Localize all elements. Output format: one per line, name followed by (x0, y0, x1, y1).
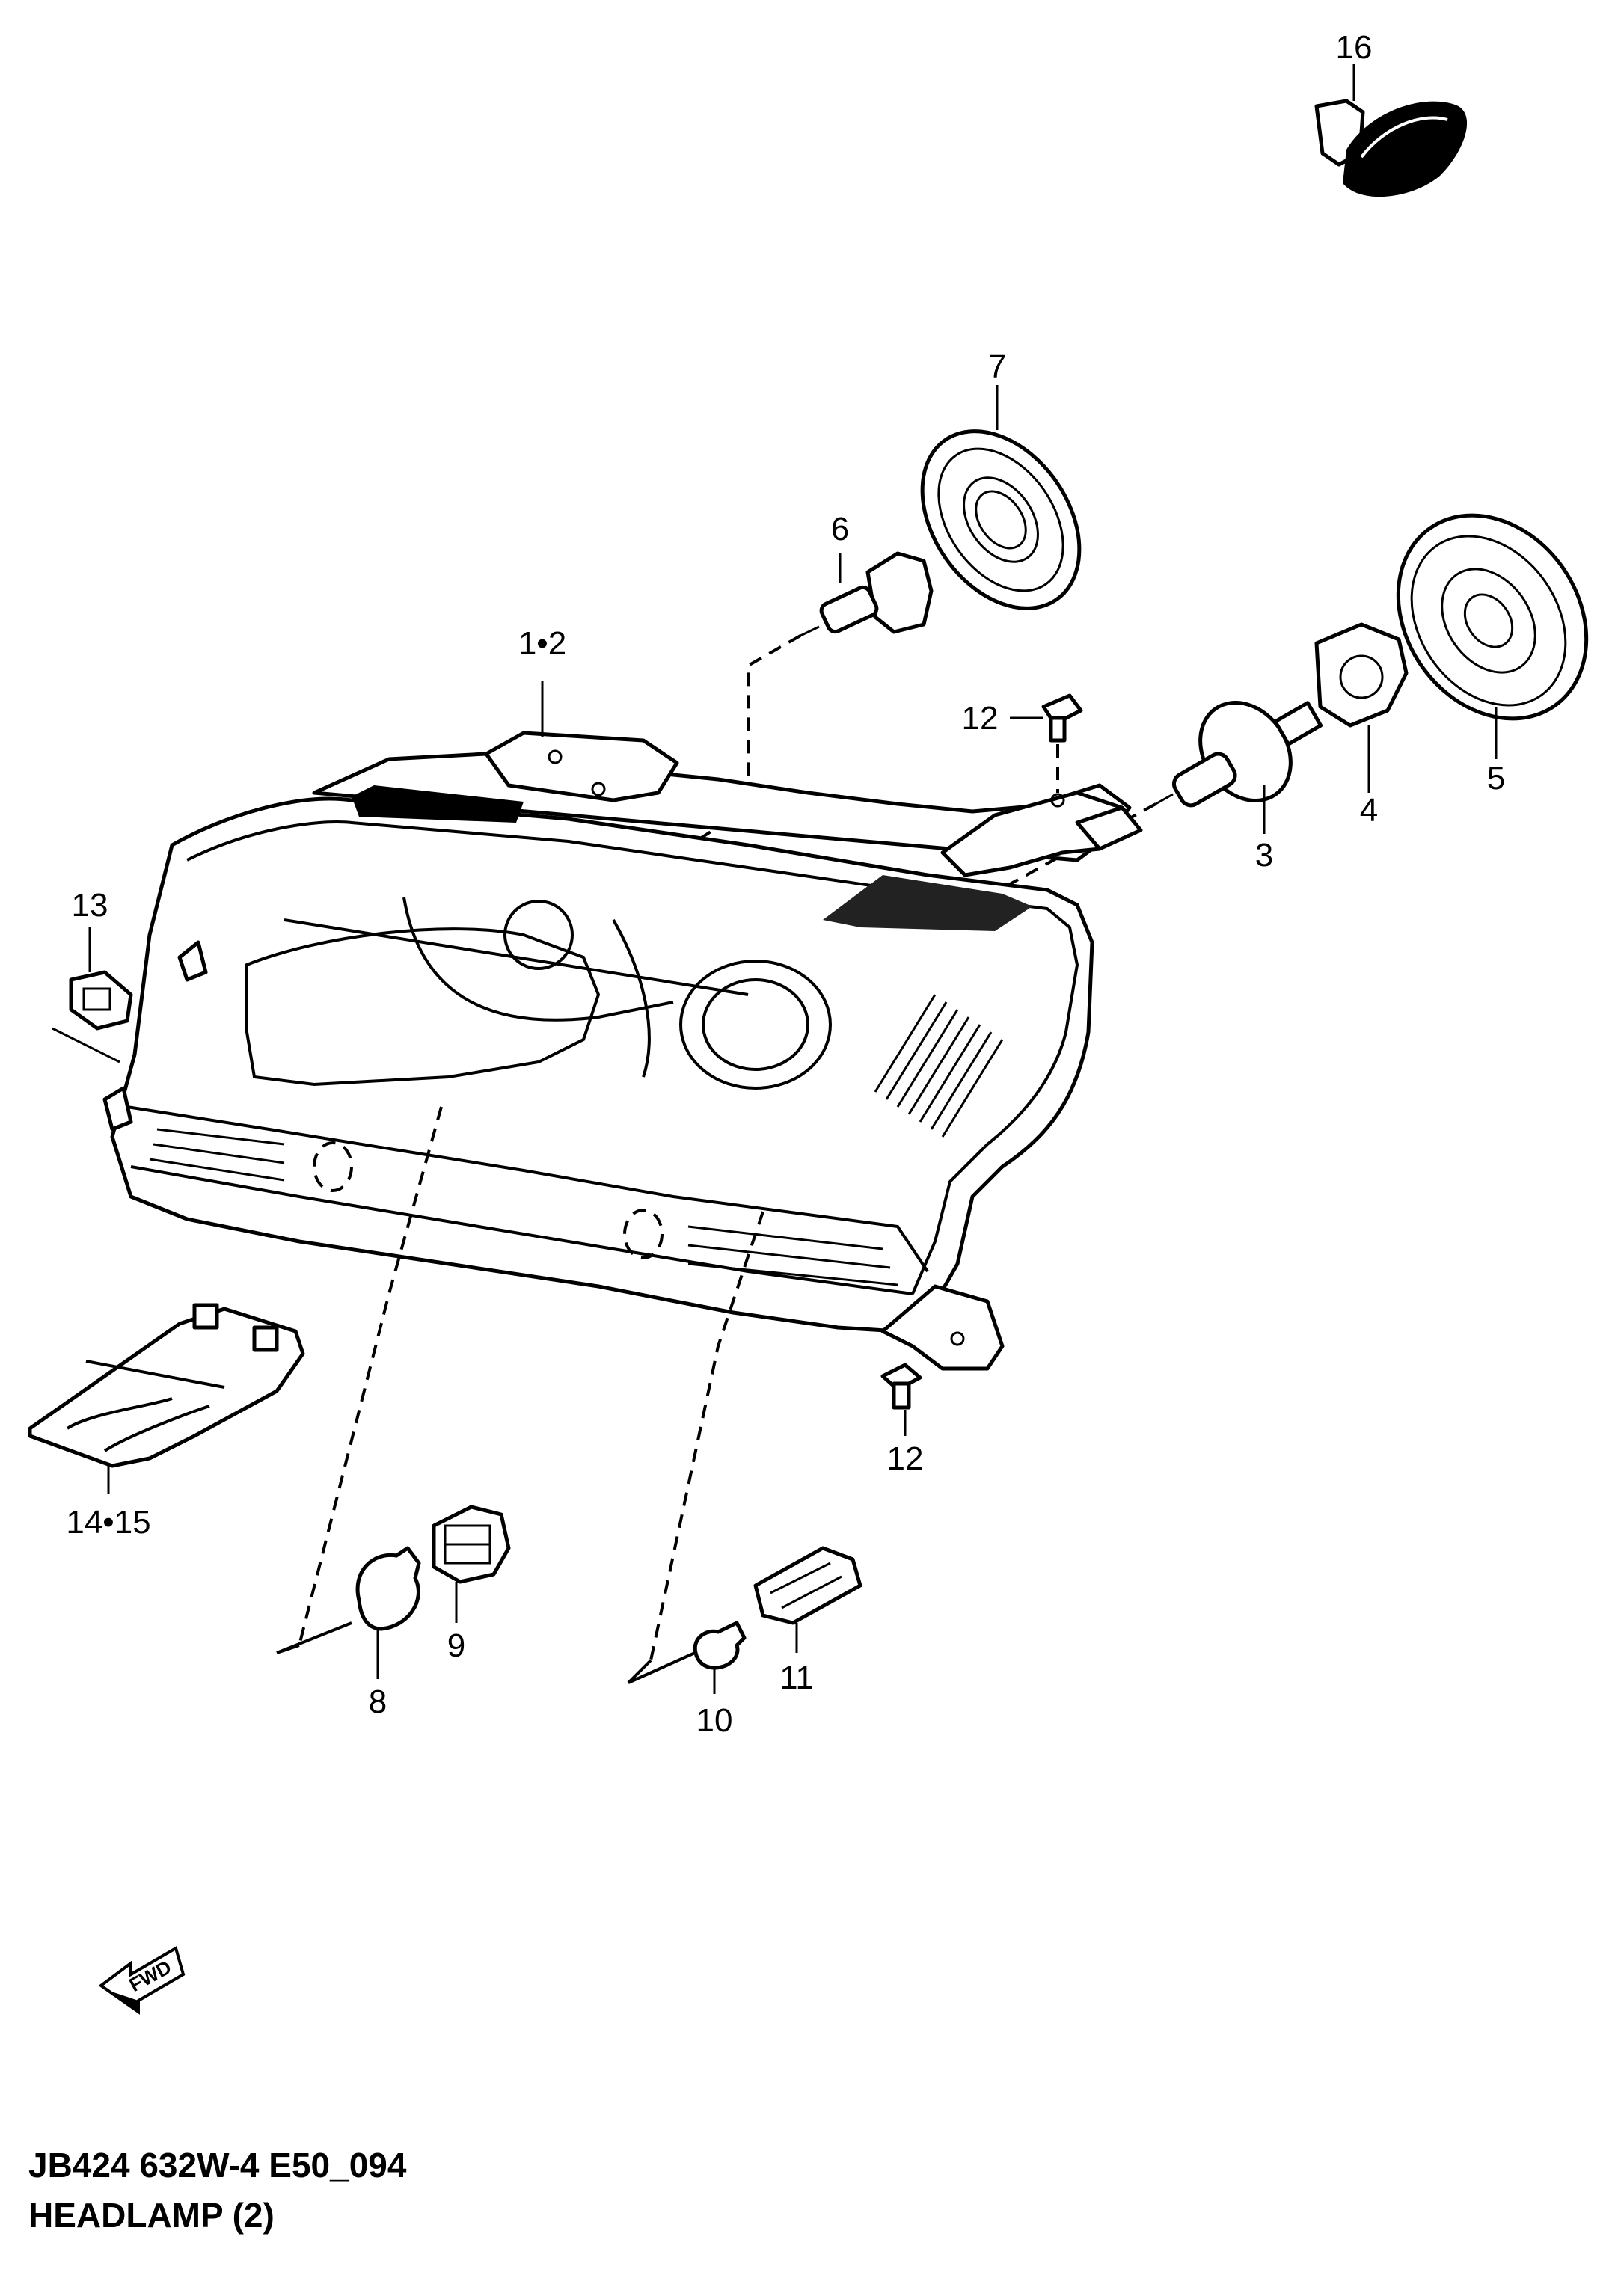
part-11-socket (753, 1546, 862, 1625)
callout-4: 4 (1360, 792, 1378, 829)
part-13-clip (52, 970, 133, 1063)
callout-13: 13 (72, 887, 108, 924)
part-8-wedge-bulb (355, 1546, 421, 1631)
dashline-10-11 (649, 1211, 764, 1661)
dashline-8-9 (298, 1106, 443, 1646)
callout-14-15: 14•15 (66, 1504, 150, 1541)
part-10-small-bulb (693, 1621, 747, 1670)
callout-7: 7 (988, 349, 1006, 385)
callout-3: 3 (1255, 837, 1273, 874)
callout-5: 5 (1487, 760, 1505, 796)
callout-1-2: 1•2 (518, 625, 566, 662)
part-1-2-headlamp-assembly (102, 731, 1143, 1371)
callout-8: 8 (369, 1683, 387, 1720)
part-4-socket (1314, 622, 1409, 728)
callout-10: 10 (696, 1702, 733, 1739)
callout-12-upper: 12 (962, 700, 999, 737)
diagram-code: JB424 632W-4 E50_094 (28, 2146, 407, 2185)
fwd-arrow: FWD (98, 1945, 186, 2015)
part-5-socket-cover (1396, 513, 1589, 721)
diagram-title: HEADLAMP (2) (28, 2196, 275, 2235)
part-7-seal-cover (920, 429, 1082, 610)
part-6-bulb (800, 551, 934, 637)
part-16-side-marker (1314, 99, 1468, 197)
callout-16: 16 (1336, 29, 1373, 66)
callout-12-lower: 12 (887, 1440, 924, 1477)
callout-11: 11 (779, 1660, 814, 1696)
dashline-6 (747, 634, 801, 808)
callout-9: 9 (447, 1627, 465, 1664)
part-9-socket (432, 1505, 511, 1584)
part-14-15-lower-cover (28, 1303, 305, 1468)
part-3-halogen-bulb (1155, 701, 1323, 808)
part-12-screw-upper (1041, 693, 1083, 743)
part-12-screw-lower (880, 1363, 922, 1410)
callout-6: 6 (831, 511, 849, 547)
